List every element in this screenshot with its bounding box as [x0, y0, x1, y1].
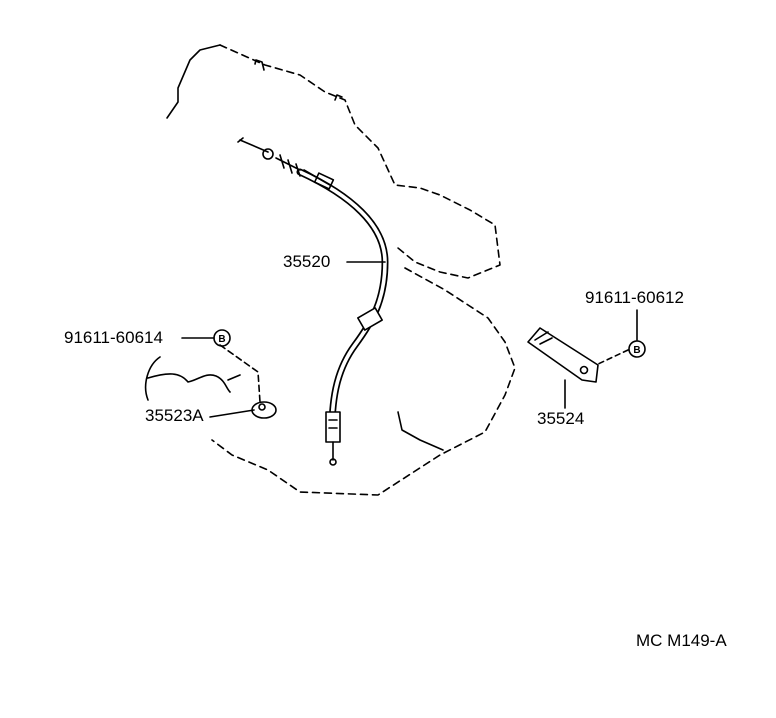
cable-lower-rod: [328, 419, 338, 461]
left-mount-outline: [144, 356, 241, 401]
part-label-bracket-right: 35524: [537, 409, 585, 428]
clamp-left-hole: [258, 403, 266, 411]
cable-end-eye: [262, 148, 274, 160]
leader-bolt-right-dashed: [595, 349, 629, 366]
transmission-outline-upper-steps: [254, 59, 343, 101]
bolt-symbol-left: [213, 329, 231, 347]
control-cable: [296, 168, 389, 434]
transmission-outline-upper: [219, 44, 501, 279]
bolt-symbol-right-label: B: [633, 345, 640, 356]
cable-end-sleeve: [313, 172, 335, 190]
part-label-bolt-right: 91611-60612: [585, 288, 684, 307]
cable-end-nuts: [275, 154, 331, 186]
bolt-symbol-right: [628, 340, 646, 358]
diagram-code: MC M149-A: [636, 631, 727, 650]
transmission-outline-upper-left: [166, 44, 221, 119]
part-label-clamp-left: 35523A: [145, 406, 204, 425]
bracket-right-detail: [534, 331, 553, 345]
part-label-bolt-left: 91611-60614: [64, 328, 163, 347]
cable-lower-eye: [329, 458, 337, 466]
control-cable-core: [298, 170, 387, 432]
left-mount-dashed: [219, 344, 261, 403]
leader-clamp-left: [209, 409, 255, 418]
transmission-outline-lower: [211, 267, 516, 496]
part-label-cable: 35520: [283, 252, 331, 271]
transmission-outline-lower-inner: [397, 411, 444, 451]
bracket-right: [527, 327, 599, 383]
cable-lower-fitting: [325, 411, 341, 443]
bolt-symbol-left-label: B: [218, 334, 225, 345]
bracket-right-hole: [579, 365, 589, 375]
cable-end-rod: [237, 137, 269, 153]
cable-grommet: [357, 307, 383, 331]
